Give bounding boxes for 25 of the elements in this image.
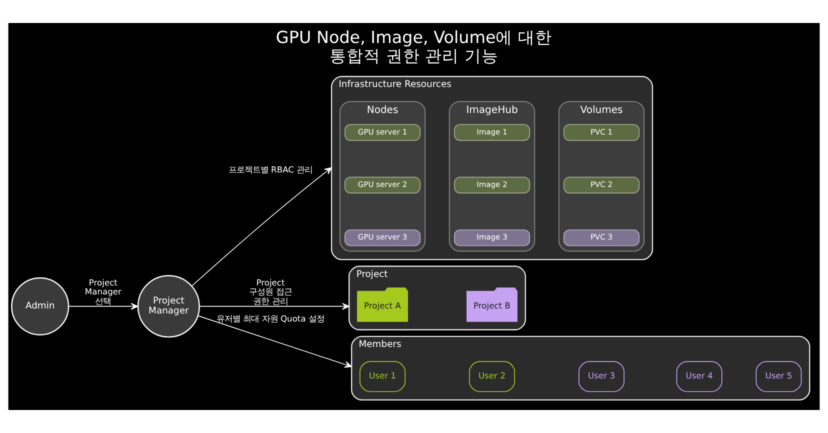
node-box: Image 2: [454, 176, 530, 194]
arrow: [192, 167, 332, 286]
node-box: PVC 2: [563, 176, 640, 194]
node-box: User 5: [756, 361, 802, 392]
node-box: GPU server 2: [344, 176, 421, 194]
node-circle: Project Manager: [137, 275, 200, 338]
node-box: GPU server 1: [344, 124, 421, 141]
node-box: GPU server 3: [344, 229, 421, 246]
edge-label: Project 구성원 접근 권한 관리: [249, 277, 292, 306]
diagram-title: GPU Node, Image, Volume에 대한 통합적 권한 관리 기능: [276, 27, 552, 66]
node-circle: Admin: [11, 277, 70, 336]
node-box: PVC 1: [563, 124, 640, 141]
arrow: [68, 302, 138, 310]
node-box: PVC 3: [563, 229, 640, 246]
node-box: Image 3: [454, 229, 530, 246]
arrow: [199, 302, 350, 310]
edge-label: 유저별 최대 자원 Quota 설정: [216, 313, 324, 324]
edge-label: 프로젝트별 RBAC 관리: [228, 164, 313, 175]
edge-label: Project Manager 선택: [84, 277, 122, 306]
node-box: Image 1: [454, 124, 530, 141]
node-box: User 1: [360, 361, 406, 392]
node-box: User 4: [676, 361, 722, 392]
node-box: User 3: [578, 361, 624, 392]
node-box: User 2: [469, 361, 515, 392]
arrow: [198, 315, 352, 368]
